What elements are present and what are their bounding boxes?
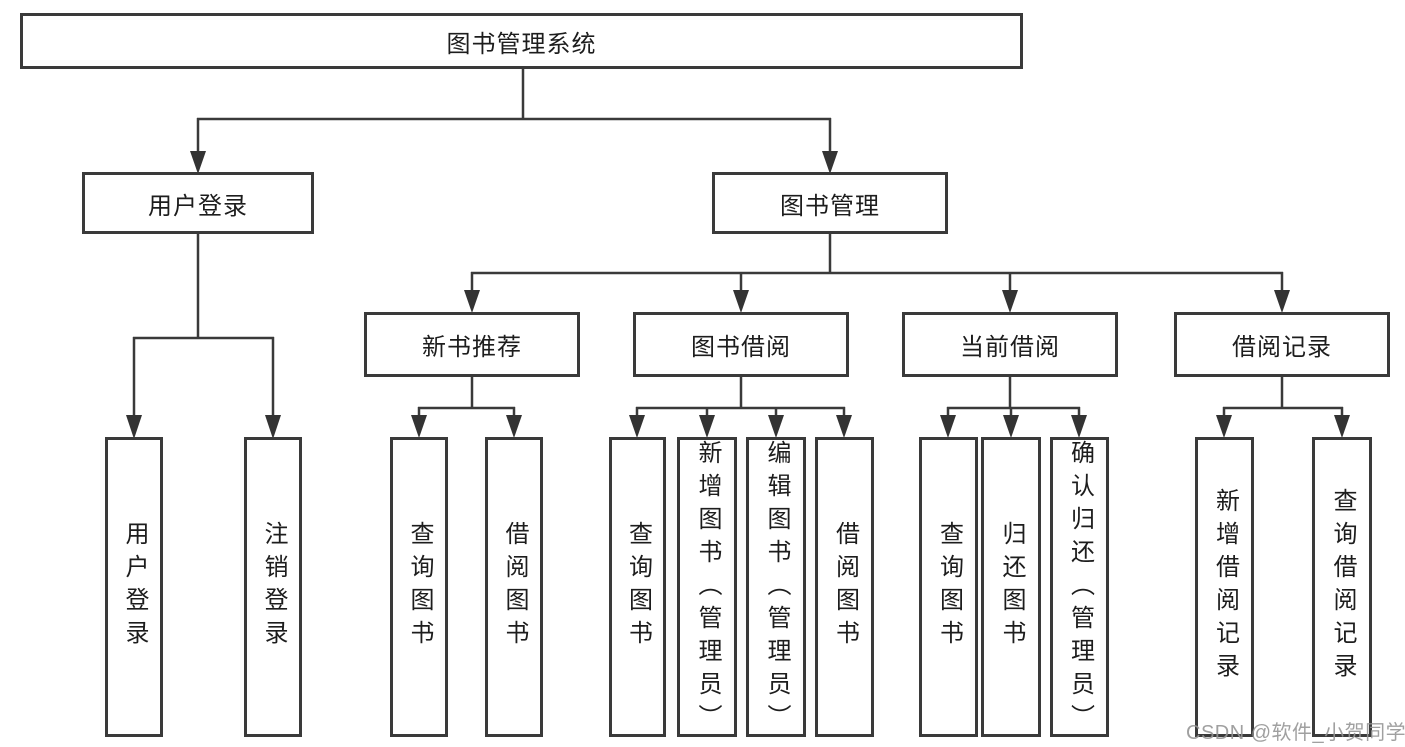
leaf-add-borrowing-record: 新增借阅记录 bbox=[1195, 437, 1254, 737]
leaf-logout: 注销登录 bbox=[244, 437, 302, 737]
node-current-borrowing: 当前借阅 bbox=[902, 312, 1118, 377]
leaf-confirm-return-admin: 确认归还（管理员） bbox=[1050, 437, 1109, 737]
node-borrowing-records: 借阅记录 bbox=[1174, 312, 1390, 377]
csdn-watermark: CSDN @软件_小贺同学 bbox=[1186, 722, 1405, 744]
node-book-management: 图书管理 bbox=[712, 172, 948, 234]
leaf-return-books: 归还图书 bbox=[981, 437, 1041, 737]
leaf-query-borrowing-record: 查询借阅记录 bbox=[1312, 437, 1372, 737]
leaf-current-query-books: 查询图书 bbox=[919, 437, 978, 737]
leaf-borrowing-query-books: 查询图书 bbox=[609, 437, 666, 737]
node-book-borrowing: 图书借阅 bbox=[633, 312, 849, 377]
leaf-query-books: 查询图书 bbox=[390, 437, 448, 737]
leaf-user-login: 用户登录 bbox=[105, 437, 163, 737]
node-new-book-recommendation: 新书推荐 bbox=[364, 312, 580, 377]
leaf-add-books-admin: 新增图书（管理员） bbox=[677, 437, 737, 737]
leaf-borrow-books: 借阅图书 bbox=[485, 437, 543, 737]
node-library-management-system: 图书管理系统 bbox=[20, 13, 1023, 69]
leaf-edit-books-admin: 编辑图书（管理员） bbox=[746, 437, 806, 737]
leaf-borrowing-borrow-books: 借阅图书 bbox=[815, 437, 874, 737]
node-user-login: 用户登录 bbox=[82, 172, 314, 234]
